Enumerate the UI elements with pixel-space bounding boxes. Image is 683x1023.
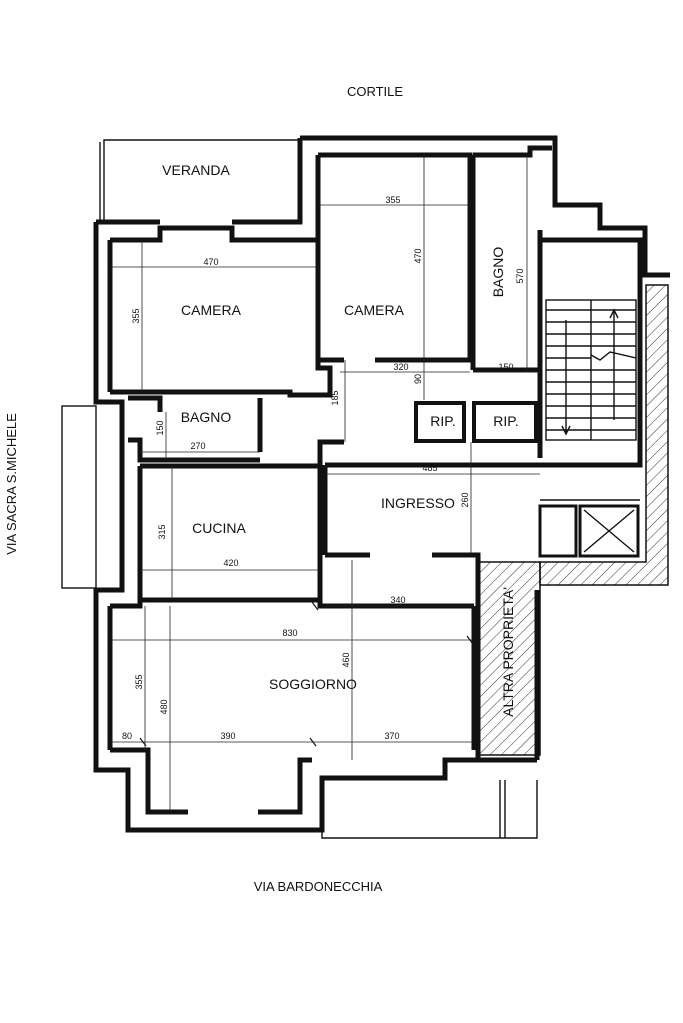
dim-260: 260 (460, 492, 470, 507)
dim-480: 480 (159, 699, 169, 714)
dim-485: 485 (422, 463, 437, 473)
room-ingresso: INGRESSO (381, 495, 455, 511)
street-left-label: VIA SACRA S.MICHELE (4, 413, 19, 555)
dim-570: 570 (515, 268, 525, 283)
dim-340: 340 (390, 595, 405, 605)
hatched-strip-right (539, 284, 669, 586)
dim-185: 185 (330, 390, 340, 405)
room-altra-proprieta: ALTRA PROPRIETA' (500, 587, 516, 717)
room-camera-2: CAMERA (344, 302, 405, 318)
dim-470-h: 470 (203, 257, 218, 267)
dim-355-soggiorno: 355 (134, 674, 144, 689)
dim-90: 90 (413, 374, 423, 384)
dim-355-top: 355 (385, 195, 400, 205)
dim-355-camera: 355 (131, 308, 141, 323)
dim-420: 420 (223, 558, 238, 568)
dim-270: 270 (190, 441, 205, 451)
street-top-label: CORTILE (347, 84, 403, 99)
room-veranda: VERANDA (162, 162, 230, 178)
street-bottom-label: VIA BARDONECCHIA (254, 879, 383, 894)
dim-460: 460 (341, 652, 351, 667)
exterior-walls (93, 135, 670, 833)
interior-walls (107, 145, 643, 815)
dim-390: 390 (220, 731, 235, 741)
room-bagno-2: BAGNO (490, 247, 506, 298)
balconies (61, 139, 538, 839)
staircase (545, 299, 637, 441)
dim-315: 315 (157, 524, 167, 539)
room-rip-2: RIP. (493, 413, 518, 429)
room-cucina: CUCINA (192, 520, 246, 536)
room-rip-1: RIP. (430, 413, 455, 429)
dim-320: 320 (393, 362, 408, 372)
dimension-lines (110, 155, 540, 812)
room-bagno-1: BAGNO (181, 409, 232, 425)
dim-150-h: 150 (498, 362, 513, 372)
room-camera-1: CAMERA (181, 302, 242, 318)
hatched-areas (477, 284, 669, 756)
dim-150-v: 150 (155, 420, 165, 435)
room-soggiorno: SOGGIORNO (269, 676, 357, 692)
dim-370: 370 (384, 731, 399, 741)
dim-470-v: 470 (413, 248, 423, 263)
dim-830: 830 (282, 628, 297, 638)
dim-80: 80 (122, 731, 132, 741)
